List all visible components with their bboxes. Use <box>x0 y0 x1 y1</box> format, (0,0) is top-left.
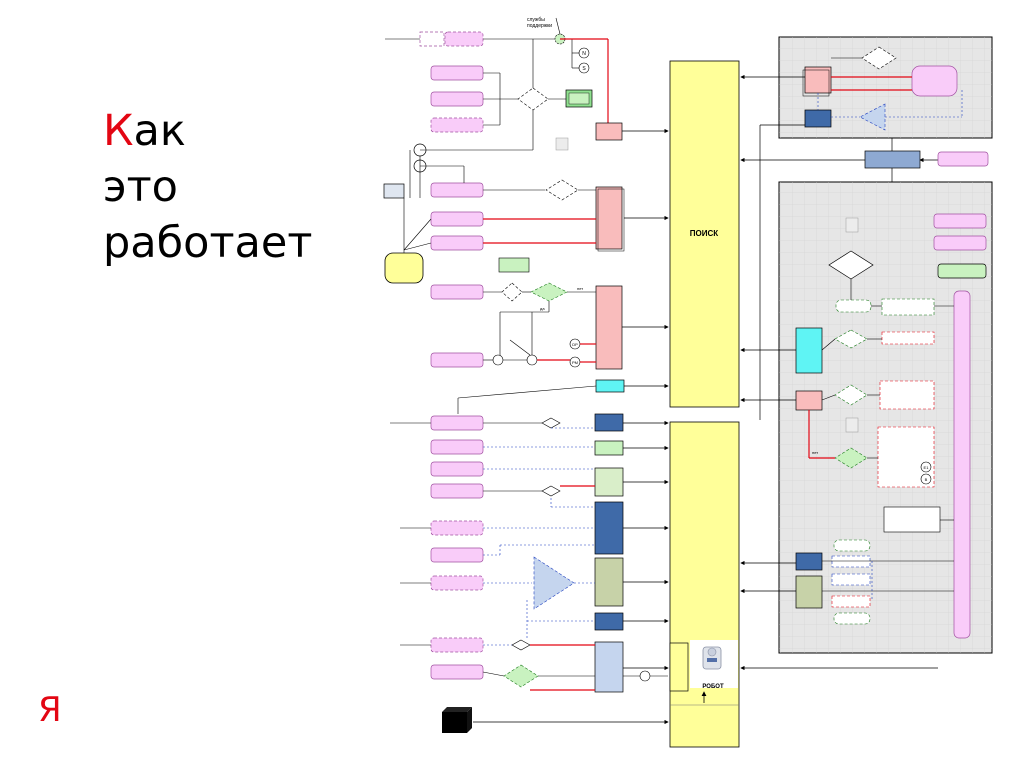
green-module-3 <box>594 467 624 497</box>
s-circle-label: S <box>582 66 586 72</box>
olive-module-right <box>795 575 823 609</box>
note-box-1 <box>881 298 935 316</box>
decision-diamond-top <box>517 87 549 111</box>
da-label-1: да <box>540 306 545 311</box>
blue-module-right-top <box>804 109 832 128</box>
decision-diamond-middle <box>545 179 579 201</box>
title-line-1-rest: ак <box>133 106 186 156</box>
support-label-line1: службы <box>527 17 545 23</box>
net-label-2: нет <box>812 450 818 455</box>
bottom-right-panel <box>778 181 993 654</box>
decision-diamond-lower-1 <box>501 282 523 302</box>
amplifier-triangle-left <box>533 556 575 610</box>
blue-gray-connector <box>864 150 921 169</box>
title-line-2: это <box>103 162 178 212</box>
robot-icon <box>702 646 722 670</box>
title-accent-letter: К <box>103 106 134 156</box>
search-block <box>669 60 740 408</box>
blue-note-2 <box>831 573 871 586</box>
red-stack-module <box>595 186 623 250</box>
decision-diamond-4 <box>541 417 561 429</box>
decision-diamond-7 <box>503 664 539 688</box>
decision-diamond-right-2 <box>834 329 868 349</box>
b-circle <box>492 354 504 366</box>
b-circle-bottom <box>639 670 651 682</box>
black-cube <box>442 707 472 733</box>
title-line-3: работает <box>103 218 313 268</box>
green-note-3 <box>833 612 871 625</box>
blue-module-3 <box>594 612 624 631</box>
e1-label: E1 <box>924 465 930 470</box>
cyan-module-left <box>595 379 625 393</box>
decision-diamond-lower-2 <box>530 282 568 302</box>
pink-input-right-3 <box>933 235 987 251</box>
robot-block <box>669 421 740 748</box>
blue-module-1 <box>594 413 624 432</box>
cyan-module-right <box>795 327 823 374</box>
pink-input-right <box>937 151 989 167</box>
yellow-database <box>384 252 424 284</box>
blue-module-2 <box>594 501 624 555</box>
title-line-1: Как <box>103 103 312 159</box>
b-label-right: B <box>925 477 928 482</box>
search-label: ПОИСК <box>690 229 719 238</box>
decision-diamond-5 <box>541 485 561 497</box>
pink-cylinder-right-top <box>911 65 958 97</box>
pink-input-right-2 <box>933 213 987 229</box>
net-label-1: нет <box>577 286 583 291</box>
robot-head-icon-3 <box>845 417 859 433</box>
b-circle-right <box>920 473 932 485</box>
green-cylinder-right <box>937 263 987 279</box>
decision-diamond-right-4 <box>834 447 868 469</box>
e1-circle <box>920 461 932 473</box>
robot-inner-box <box>669 642 689 692</box>
green-note-1 <box>835 299 872 313</box>
red-module-1 <box>595 122 623 141</box>
red-module-right-top <box>804 66 832 94</box>
n-circle-label: N <box>582 51 586 57</box>
support-services-label: службы поддержки <box>527 17 552 29</box>
left-inputs <box>419 31 484 680</box>
blue-module-right-2 <box>795 552 823 571</box>
server-icon <box>383 183 405 199</box>
pm-label: PM <box>572 360 578 365</box>
green-note-2 <box>833 539 871 552</box>
note-box-2 <box>881 331 935 345</box>
support-label-line2: поддержки <box>527 23 552 29</box>
dp-label: DP <box>572 342 578 347</box>
robot-head-icon-2 <box>845 217 859 233</box>
yandex-logo: Я <box>38 690 62 730</box>
green-module-small <box>498 257 530 273</box>
slide-title: Как это работает <box>103 103 312 271</box>
robot-label: РОБОТ <box>702 684 724 690</box>
blue-note-1 <box>831 555 871 568</box>
pink-tall-cylinder <box>953 290 971 639</box>
note-box-5 <box>883 506 941 533</box>
red-note-1 <box>831 595 871 608</box>
red-module-2 <box>595 285 623 370</box>
robot-head-icon-1 <box>555 137 569 151</box>
green-module-2 <box>594 440 624 456</box>
w-circle <box>526 354 538 366</box>
decision-diamond-6 <box>511 639 531 651</box>
lightblue-module <box>594 641 624 693</box>
decision-diamond-right-3 <box>834 384 868 406</box>
olive-module-1 <box>594 557 624 607</box>
red-module-right-2 <box>795 390 823 411</box>
note-box-3 <box>879 380 935 410</box>
decision-diamond-right-top <box>861 46 897 70</box>
